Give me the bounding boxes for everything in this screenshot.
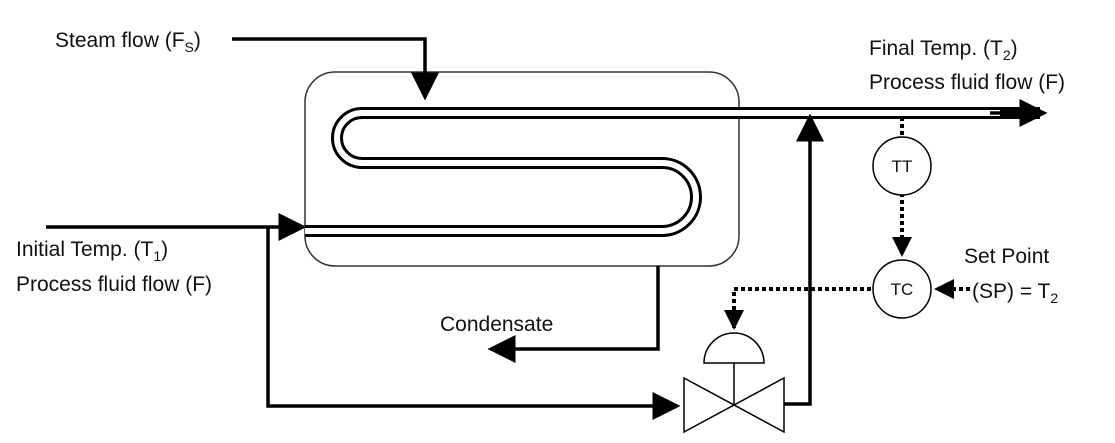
bypass-line-out: [784, 113, 824, 406]
set-point-value-label: (SP) = T2: [972, 280, 1058, 306]
process-flow-in-label: Process fluid flow (F): [16, 273, 212, 296]
condensate-label: Condensate: [440, 313, 553, 336]
signal-line-tc-to-valve: [724, 287, 878, 330]
valve-actuator: [703, 332, 765, 364]
bypass-line-in: [266, 227, 681, 420]
control-valve-body: [683, 376, 785, 434]
tc-label: TC: [891, 280, 914, 299]
set-point-label: Set Point: [964, 245, 1049, 268]
temperature-controller: [872, 259, 932, 319]
steam-inlet-line: [232, 37, 439, 101]
temperature-transmitter: [872, 136, 932, 196]
steam-flow-label: Steam flow (FS): [55, 29, 201, 55]
condensate-line: [487, 266, 660, 363]
heat-exchanger-shell: [304, 71, 740, 267]
final-temp-label: Final Temp. (T2): [869, 37, 1018, 63]
tt-label: TT: [892, 157, 913, 176]
initial-temp-label: Initial Temp. (T1): [16, 238, 168, 264]
process-flow-out-label: Process fluid flow (F): [869, 71, 1065, 94]
tube-coil-inner: [305, 110, 1000, 234]
